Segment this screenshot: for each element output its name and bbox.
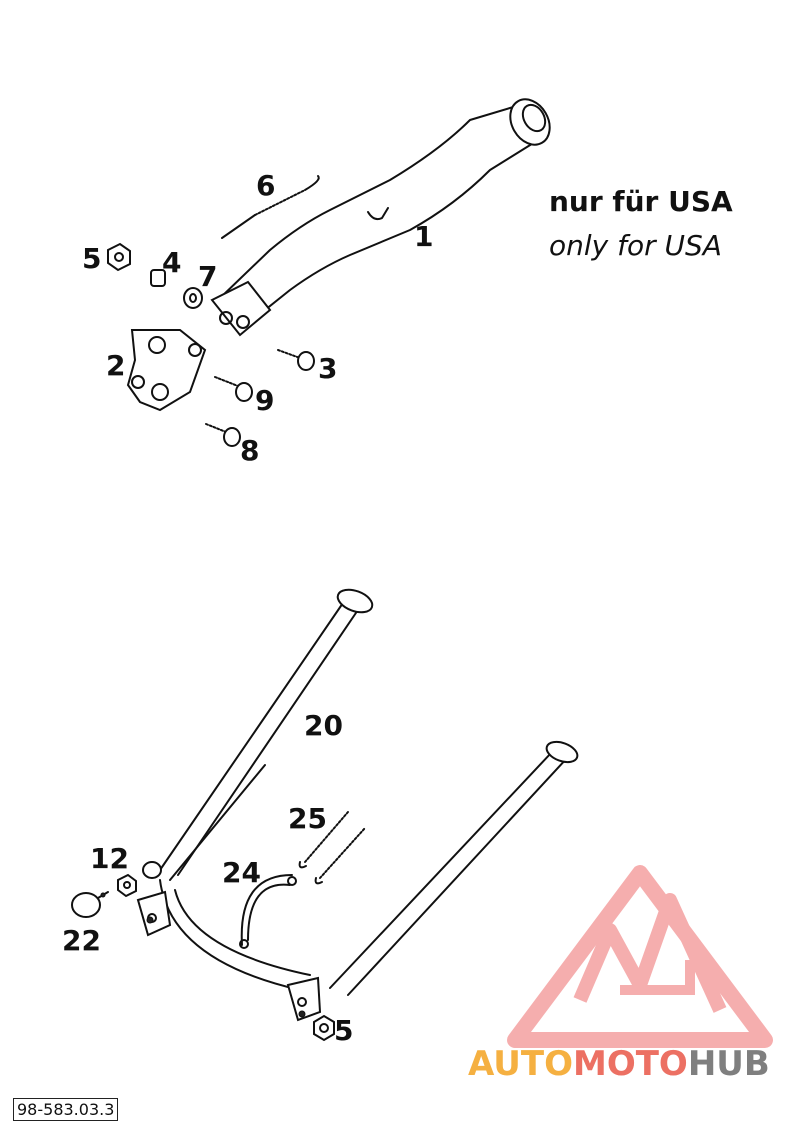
watermark-hub: HUB (688, 1044, 770, 1084)
svg-text:AUTOMOTOHUB: AUTOMOTOHUB (468, 1044, 770, 1084)
callout-4: 4 (162, 246, 181, 279)
watermark-logo (507, 865, 773, 1048)
side-stand-leg (210, 98, 551, 337)
center-stand-20 (136, 588, 579, 1022)
bolt-9 (214, 376, 253, 402)
callout-6: 6 (256, 169, 275, 202)
callout-25: 25 (288, 802, 327, 835)
watermark-moto: MOTO (573, 1044, 688, 1084)
callout-8: 8 (240, 434, 259, 467)
callout-1: 1 (414, 220, 433, 253)
note-german: nur für USA (549, 185, 733, 218)
document-number: 98-583.03.3 (13, 1098, 119, 1121)
callout-5-top: 5 (82, 242, 101, 275)
callout-2: 2 (106, 349, 125, 382)
bolt-8 (205, 423, 241, 447)
callout-7: 7 (198, 260, 217, 293)
nut-12 (117, 873, 137, 898)
callout-12: 12 (90, 842, 129, 875)
callout-3: 3 (318, 352, 337, 385)
watermark-auto: AUTO (468, 1044, 573, 1084)
bushing-4 (150, 269, 166, 287)
spring-25 (298, 811, 366, 885)
rubber-buffer-22 (71, 891, 109, 918)
bracket-2 (126, 329, 207, 412)
spring-6 (221, 175, 320, 239)
note-english: only for USA (549, 229, 722, 262)
callout-9: 9 (255, 384, 274, 417)
washer-7 (183, 287, 203, 309)
callout-20: 20 (304, 709, 343, 742)
watermark-text: AUTOMOTOHUB (468, 1044, 770, 1084)
bolt-3 (277, 349, 315, 371)
callout-24: 24 (222, 856, 261, 889)
callout-5-bottom: 5 (334, 1014, 353, 1047)
bracket-24 (239, 874, 297, 949)
callout-22: 22 (62, 924, 101, 957)
nut-5-bottom (313, 1014, 335, 1042)
nut-5-top (107, 242, 131, 272)
